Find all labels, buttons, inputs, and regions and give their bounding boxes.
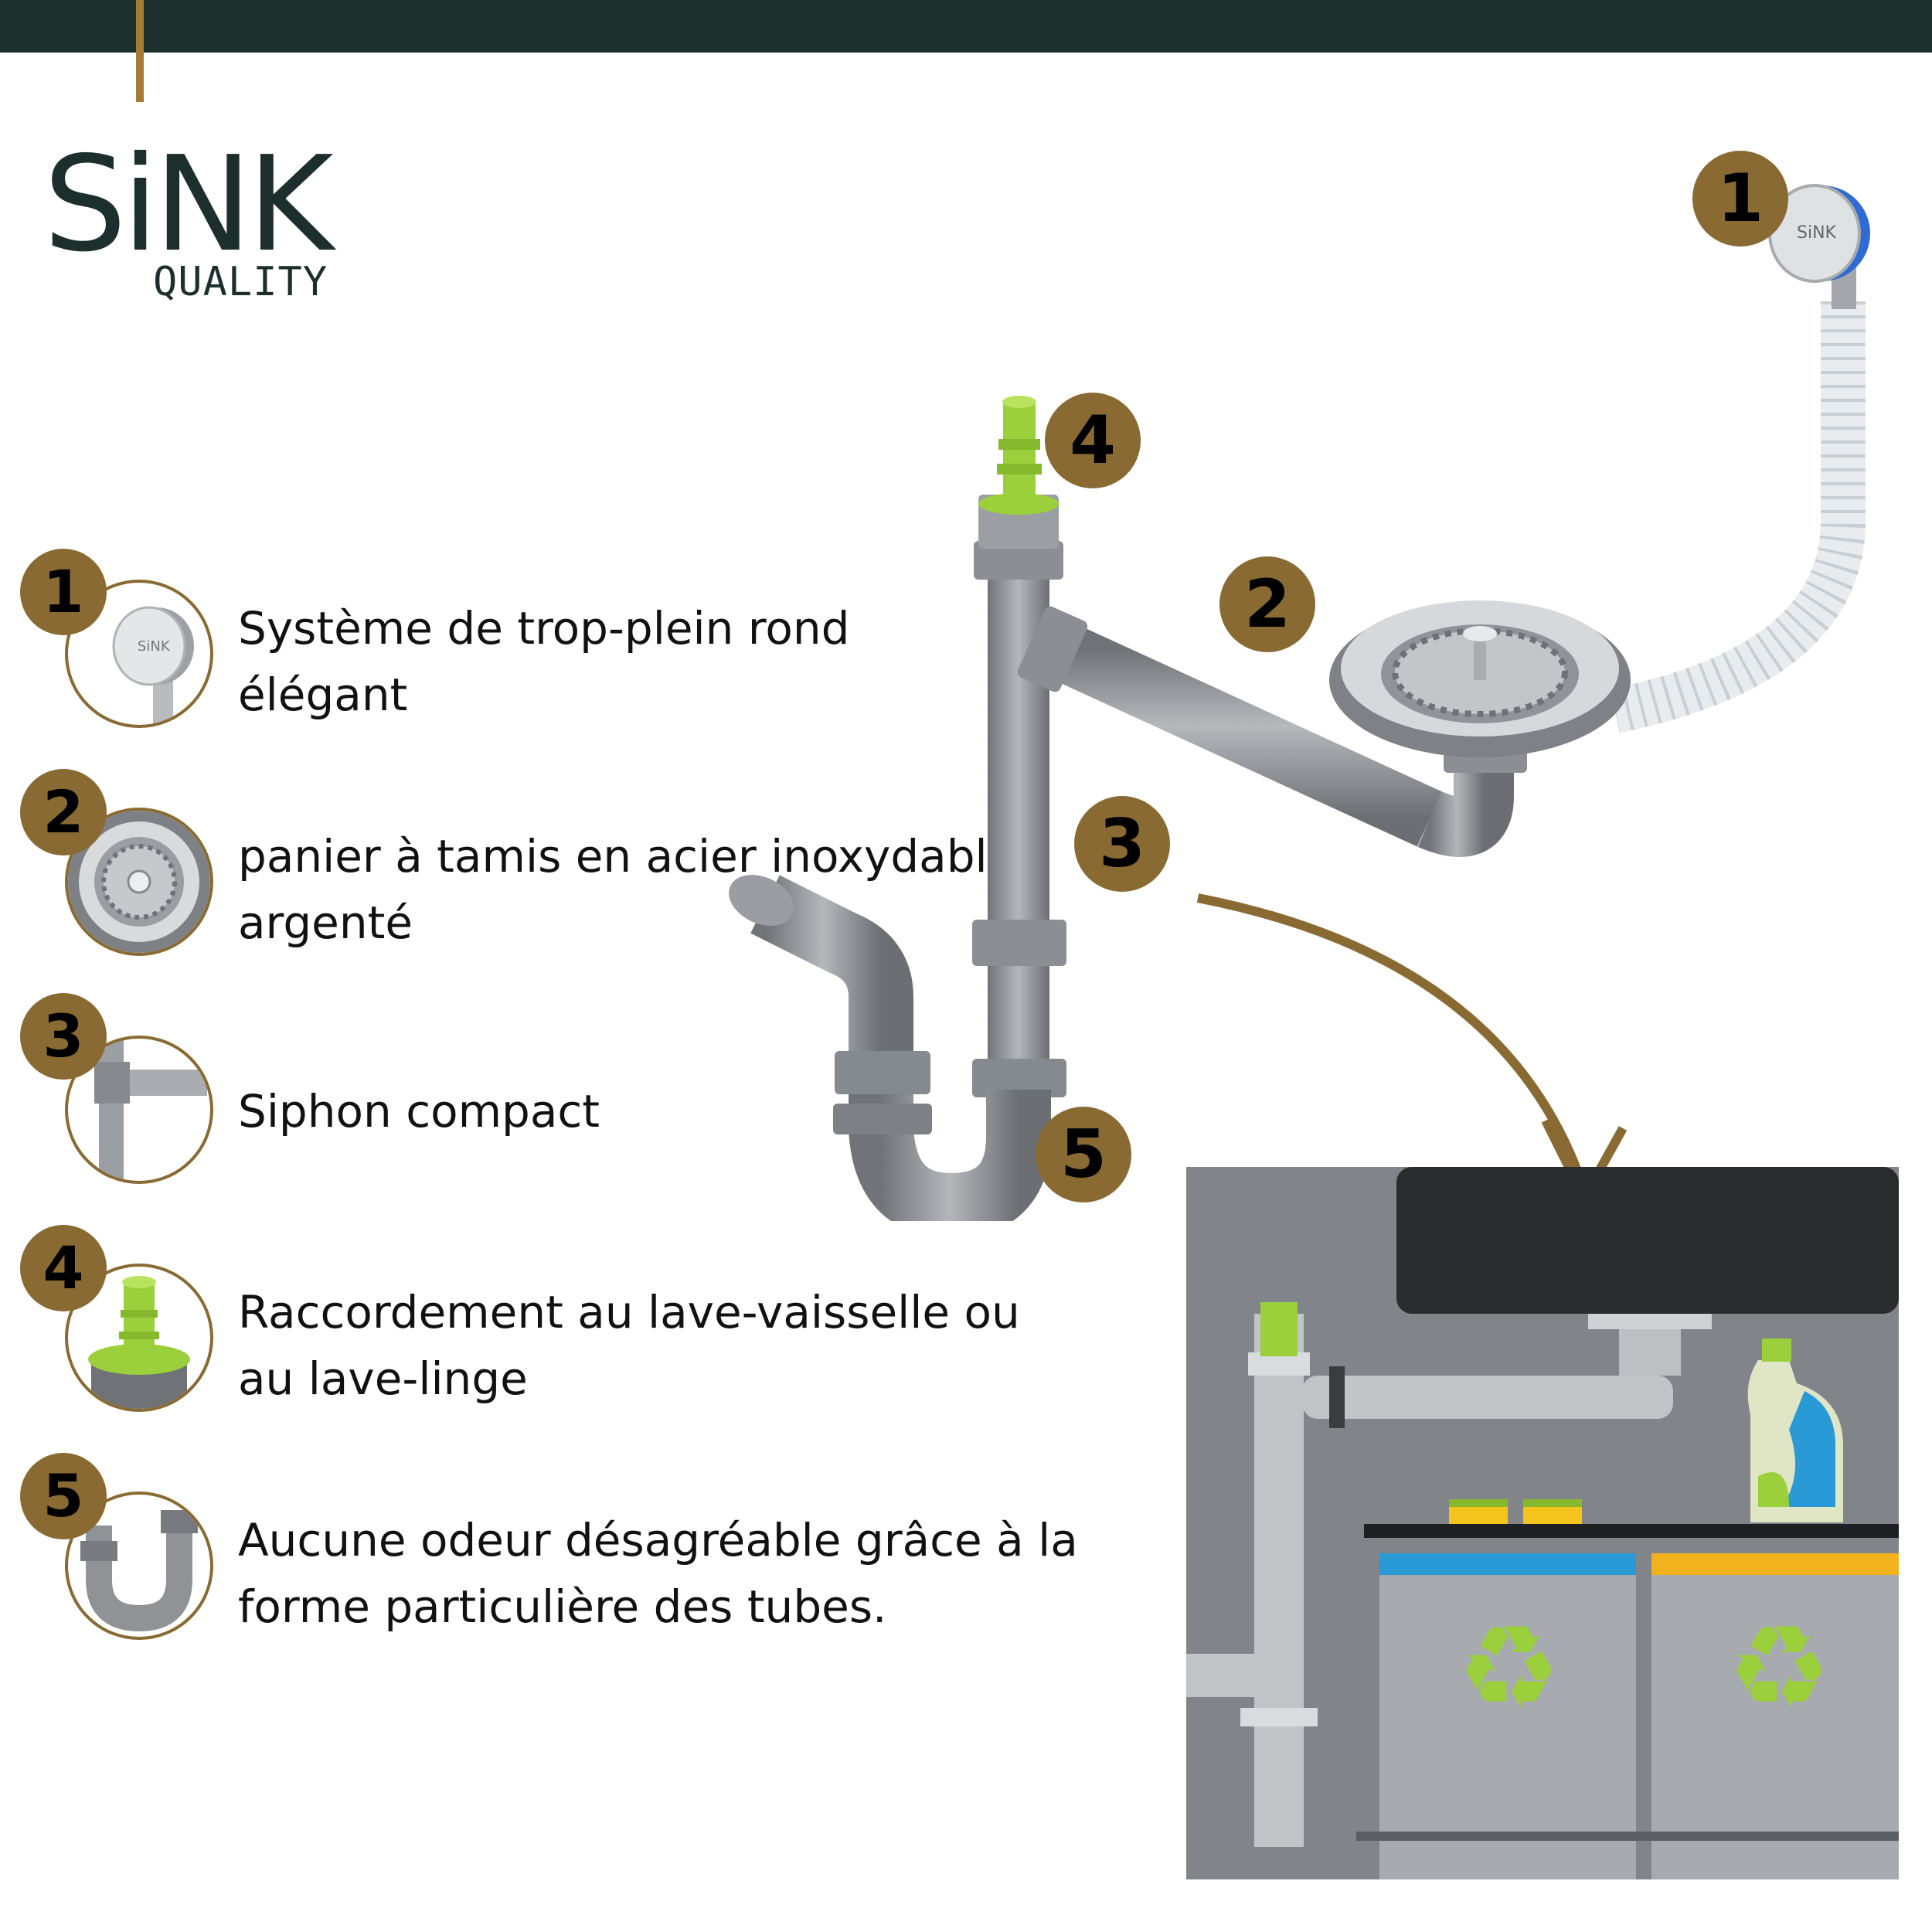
feature-item-4: 4 Raccordement au lave-vaisselle ou au l… [0,1225,1159,1412]
feature-badge-5: 5 [20,1453,107,1539]
overflow-icon: SiNK [65,580,213,728]
svg-text:♻: ♻ [1727,1601,1831,1736]
feature-text-4-line1: Raccordement au lave-vaisselle ou [238,1286,1020,1338]
siphon-icon [65,1036,213,1184]
direction-arrow [1196,893,1589,1192]
top-bar [0,0,1932,53]
feature-text-1-line2: élégant [238,668,408,721]
feature-badge-3: 3 [20,993,107,1080]
feature-item-5: 5 Aucune odeur désagréable grâce à la fo… [0,1453,1159,1640]
diagram-badge-2: 2 [1219,556,1315,652]
feature-item-1: SiNK 1 Système de trop-plein rond élégan… [0,541,1159,728]
sink-bowl [1396,1167,1899,1314]
dishwasher-connector [1003,402,1036,502]
feature-badge-4: 4 [20,1225,107,1311]
feature-item-2: 2 panier à tamis en acier inoxydable arg… [0,769,1159,956]
feature-badge-2: 2 [20,769,107,855]
feature-text-5-line1: Aucune odeur désagréable grâce à la [238,1514,1078,1566]
u-bend-icon [65,1492,213,1640]
diagram-badge-3: 3 [1074,796,1170,892]
scene-standpipe [1254,1314,1304,1847]
feature-text-5: Aucune odeur désagréable grâce à la form… [238,1507,1150,1640]
standpipe [988,510,1049,1105]
brand-name: SiNK [43,128,334,281]
diagram-badge-1: 1 [1692,151,1788,247]
svg-text:SiNK: SiNK [138,638,171,655]
siphon-arm [1046,621,1443,847]
feature-text-1-line1: Système de trop-plein rond [238,602,850,655]
feature-text-3-line1: Siphon compact [238,1085,600,1138]
overflow-hose [1611,301,1866,733]
diagram-badge-4: 4 [1045,393,1141,488]
diagram-badge-5: 5 [1036,1107,1131,1202]
feature-text-5-line2: forme particulière des tubes. [238,1580,887,1633]
feature-text-4-line2: au lave-linge [238,1352,528,1405]
feature-text-2: panier à tamis en acier inoxydable argen… [238,823,1150,956]
brand-logo: SiNK QUALITY [43,139,352,309]
recycle-bin-blue [1379,1553,1636,1879]
svg-text:SiNK: SiNK [1797,223,1837,243]
brand-tagline: QUALITY [153,259,328,305]
feature-list: SiNK 1 Système de trop-plein rond élégan… [0,541,1159,1640]
feature-item-3: 3 Siphon compact [0,993,1159,1184]
feature-text-2-line1: panier à tamis en acier inoxydable [238,830,1015,883]
gold-accent [136,0,144,102]
sink-drain-diagram: SiNK [729,184,1870,1221]
feature-badge-1: 1 [20,549,107,635]
u-bend-trap [849,1051,1051,1221]
feature-text-2-line2: argenté [238,896,413,949]
installation-scene: ♻ ♻ [1186,1167,1899,1879]
svg-text:♻: ♻ [1457,1601,1560,1736]
recycle-bin-yellow [1651,1553,1899,1879]
feature-text-3: Siphon compact [238,1078,1150,1145]
strainer-basket-icon [65,808,213,956]
feature-text-4: Raccordement au lave-vaisselle ou au lav… [238,1279,1150,1412]
feature-text-1: Système de trop-plein rond élégant [238,595,1150,728]
